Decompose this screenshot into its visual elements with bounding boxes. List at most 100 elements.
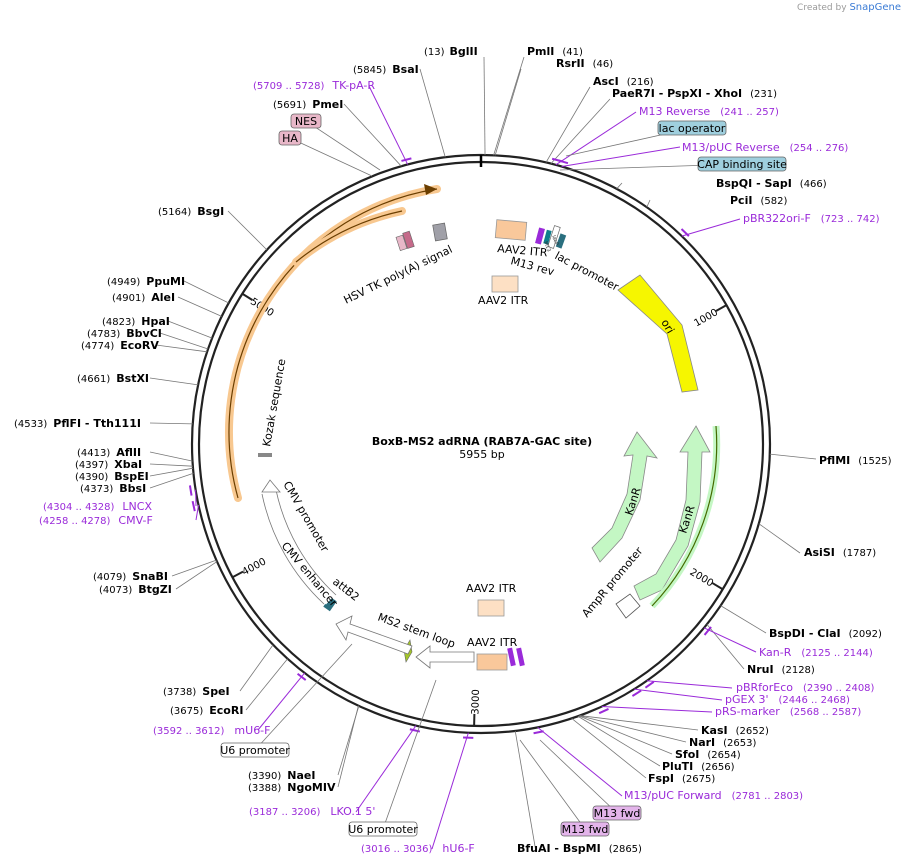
- primer-mu6-f[interactable]: (3592 .. 3612)mU6-F: [153, 724, 270, 737]
- enzyme-bbsi[interactable]: (4373)BbsI: [80, 482, 146, 495]
- feature-box-0[interactable]: [657, 120, 727, 136]
- kozak-mark[interactable]: [258, 453, 272, 457]
- enzyme-bglii[interactable]: (13)BglII: [424, 45, 478, 58]
- m13-fwd-mark-1[interactable]: [507, 647, 516, 667]
- enzyme-bsgi[interactable]: (5164)BsgI: [158, 205, 224, 218]
- cmv-enhancer-arrow[interactable]: [335, 615, 413, 655]
- enzyme-snabi[interactable]: (4079)SnaBI: [93, 570, 168, 583]
- enzyme-ecori[interactable]: (3675)EcoRI: [170, 704, 243, 717]
- lacp-mark[interactable]: [547, 225, 561, 249]
- enzyme-bspei[interactable]: (4390)BspEI: [75, 470, 149, 483]
- enzyme-rsrii[interactable]: RsrII(46): [556, 57, 613, 70]
- aav2-itr-top[interactable]: [494, 219, 528, 241]
- ori-arrow[interactable]: [617, 274, 699, 393]
- enzyme-pmli[interactable]: PmlI(41): [527, 45, 583, 58]
- attb2-mark[interactable]: [323, 596, 337, 612]
- enzyme-line-7: [769, 453, 817, 460]
- primer-prs-marker[interactable]: pRS-marker(2568 .. 2587): [715, 705, 861, 718]
- aav2-itr-bottom-inner[interactable]: [477, 599, 505, 617]
- feature-box-3[interactable]: [278, 130, 302, 146]
- primer-pbrforeco[interactable]: pBRforEco(2390 .. 2408): [736, 681, 875, 694]
- primer-line-13: [368, 85, 409, 165]
- ampr-promoter-arrow[interactable]: [615, 593, 641, 619]
- primer-kan-r[interactable]: Kan-R(2125 .. 2144): [759, 646, 873, 659]
- primer-line-8: [431, 732, 469, 850]
- enzyme-line-2: [494, 68, 522, 156]
- kanr-arrow-2[interactable]: [633, 425, 711, 601]
- enzyme-bbvci[interactable]: (4783)BbvCI: [87, 327, 162, 340]
- primer-line-9: [355, 725, 417, 813]
- primer-lncx[interactable]: (4304 .. 4328)LNCX: [43, 500, 152, 513]
- enzyme-pflmi[interactable]: PflMI(1525): [819, 454, 892, 467]
- primer-m13-reverse[interactable]: M13 Reverse(241 .. 257): [639, 105, 779, 118]
- enzyme-bsai[interactable]: (5845)BsaI: [353, 63, 419, 76]
- enzyme-line-9: [720, 605, 767, 634]
- enzyme-sapi[interactable]: BspQI - SapI(466): [716, 177, 827, 190]
- enzyme-line-6: [646, 199, 651, 208]
- primer-tk-pa-r[interactable]: (5709 .. 5728)TK-pA-R: [253, 79, 375, 92]
- primer-m13-puc-reverse[interactable]: M13/pUC Reverse(254 .. 276): [682, 141, 848, 154]
- tick-label-3000: 3000: [470, 689, 482, 715]
- enzyme-pmei[interactable]: (5691)PmeI: [273, 98, 343, 111]
- aav2-itr-bottom[interactable]: [476, 653, 508, 671]
- cmv-promoter-arc[interactable]: [262, 492, 335, 605]
- lac-operator-mark[interactable]: [543, 229, 552, 245]
- primer-line-11: [195, 504, 200, 521]
- enzyme-ppumi[interactable]: (4949)PpuMI: [107, 275, 185, 288]
- feature-box-1[interactable]: [697, 156, 787, 172]
- enzyme-nrui[interactable]: NruI(2128): [747, 663, 815, 676]
- enzyme-xbai[interactable]: (4397)XbaI: [75, 458, 142, 471]
- primer-m13-puc-forward[interactable]: M13/pUC Forward(2781 .. 2803): [624, 789, 803, 802]
- cap-site-mark[interactable]: [555, 233, 567, 249]
- enzyme-line-13: [578, 715, 673, 755]
- primer-hu6-f[interactable]: (3016 .. 3036)hU6-F: [361, 842, 475, 855]
- enzyme-pcii[interactable]: PciI(582): [730, 194, 787, 207]
- feature-box-7[interactable]: [348, 821, 418, 837]
- aav2-itr-top-inner[interactable]: [491, 275, 519, 293]
- enzyme-line-0: [483, 56, 486, 156]
- feature-box-5[interactable]: [560, 821, 610, 837]
- enzyme-fspi[interactable]: FspI(2675): [648, 772, 715, 785]
- enzyme-line-18: [337, 705, 359, 788]
- box-line-2: [305, 120, 381, 171]
- enzyme-bstxi[interactable]: (4661)BstXI: [77, 372, 149, 385]
- enzyme-ngomiv[interactable]: (3388)NgoMIV: [248, 781, 336, 794]
- kanr-arrow-1[interactable]: [591, 431, 658, 563]
- nes-mark[interactable]: [402, 230, 415, 249]
- enzyme-nari[interactable]: NarI(2653): [689, 736, 757, 749]
- ha-mark[interactable]: [395, 234, 408, 251]
- feature-box-6[interactable]: [220, 742, 290, 758]
- enzyme-line-32: [177, 296, 222, 317]
- lacp-mini-label: lacP: [550, 235, 559, 247]
- enzyme-naei[interactable]: (3390)NaeI: [248, 769, 315, 782]
- enzyme-asisi[interactable]: AsiSI(1787): [804, 546, 876, 559]
- enzyme-kasi[interactable]: KasI(2652): [701, 724, 769, 737]
- enzyme-alei[interactable]: (4901)AleI: [112, 291, 175, 304]
- enzyme-clai[interactable]: BspDI - ClaI(2092): [769, 627, 882, 640]
- enzyme-spei[interactable]: (3738)SpeI: [163, 685, 230, 698]
- enzyme-ecorv[interactable]: (4774)EcoRV: [81, 339, 159, 352]
- enzyme-tth111i[interactable]: (4533)PflFI - Tth111I: [14, 417, 141, 430]
- m13-fwd-mark-2[interactable]: [516, 647, 525, 667]
- primer-line-1: [561, 146, 681, 167]
- ms2-stem-loop-arrow[interactable]: [415, 645, 475, 669]
- polya-mark[interactable]: [432, 222, 448, 242]
- enzyme-sfoi[interactable]: SfoI(2654): [675, 748, 741, 761]
- enzyme-bspmi[interactable]: BfuAI - BspMI(2865): [517, 842, 642, 855]
- enzyme-aflii[interactable]: (4413)AflII: [77, 446, 141, 459]
- enzyme-pluti[interactable]: PluTI(2656): [662, 760, 735, 773]
- primer-lko1-5[interactable]: (3187 .. 3206)LKO.1 5': [249, 805, 375, 818]
- enzyme-xhoi[interactable]: PaeR7I - PspXI - XhoI(231): [612, 87, 777, 100]
- primer-pgex-3[interactable]: pGEX 3'(2446 .. 2468): [725, 693, 850, 706]
- tick-label-2000: 2000: [688, 567, 715, 590]
- feature-box-2[interactable]: [290, 113, 322, 129]
- feature-box-4[interactable]: [592, 805, 642, 821]
- feature-box-label-6: U6 promoter: [220, 744, 290, 757]
- enzyme-hpai[interactable]: (4823)HpaI: [102, 315, 170, 328]
- primer-cmv-f[interactable]: (4258 .. 4278)CMV-F: [39, 514, 153, 527]
- feature-box-label-2: NES: [295, 115, 317, 128]
- m13-rev-mark[interactable]: [535, 227, 545, 245]
- enzyme-btgzi[interactable]: (4073)BtgZI: [99, 583, 172, 596]
- enzyme-asci[interactable]: AscI(216): [593, 75, 654, 88]
- primer-pbr322ori-f[interactable]: pBR322ori-F(723 .. 742): [743, 212, 880, 225]
